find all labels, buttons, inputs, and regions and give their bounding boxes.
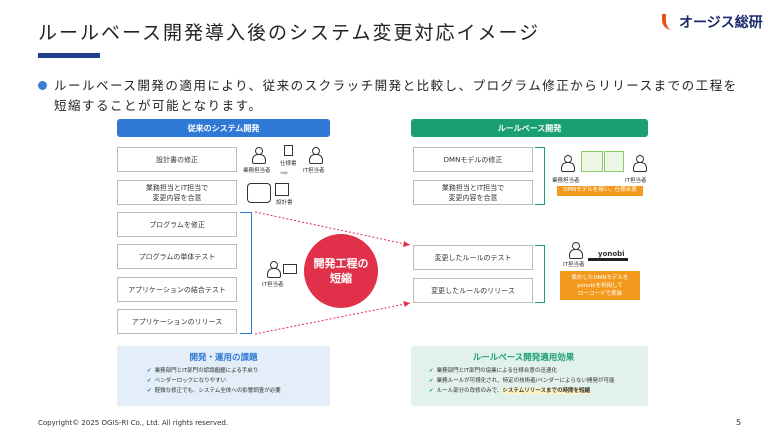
document-icon — [284, 145, 293, 156]
business-label: 業務担当者 — [552, 178, 580, 184]
effect-item: ✔業務部門とIT部門の協業による仕様合意の迅速化 — [429, 368, 557, 374]
design-label: 設計書 — [276, 200, 293, 206]
right-bracket — [535, 147, 545, 205]
check-icon: ✔ — [429, 378, 434, 384]
logo-text: オージス総研 — [679, 15, 763, 31]
issue-item: ✔軽微な修正でも、システム全体への影響調査が必要 — [147, 388, 281, 394]
yonobi-note: 設計したDMNモデルを yonobiを利用して ローコードで実装 — [560, 271, 640, 300]
issue-item: ✔業務部門とIT部門の認識齟齬による手戻り — [147, 368, 259, 374]
it-label: IT担当者 — [563, 262, 585, 268]
arrow-bottom-head — [403, 301, 410, 307]
left-step: 業務担当とIT担当で 変更内容を合意 — [117, 180, 237, 205]
issues-panel: 開発・運用の課題 ✔業務部門とIT部門の認識齟齬による手戻り ✔ベンダーロックに… — [117, 346, 330, 406]
check-icon: ✔ — [429, 388, 434, 394]
copyright: Copyright© 2025 OGIS-RI Co., Ltd. All ri… — [38, 419, 229, 427]
laptop-icon — [283, 264, 297, 274]
effect-item: ✔ルール部分の改修のみで、システムリリースまでの時間を短縮 — [429, 388, 590, 394]
dmn-diagram-icon — [581, 151, 603, 172]
right-bracket — [535, 245, 545, 303]
company-logo: オージス総研 — [662, 12, 763, 32]
bullet-icon — [38, 81, 47, 90]
person-icon — [633, 155, 647, 172]
effects-title: ルールベース開発適用効果 — [472, 353, 575, 363]
intro-text: ルールベース開発の適用により、従来のスクラッチ開発と比較し、プログラム修正からリ… — [54, 78, 738, 113]
it-label: IT担当者 — [262, 282, 284, 288]
check-icon: ✔ — [147, 388, 152, 394]
left-step: 設計書の修正 — [117, 147, 237, 172]
left-bracket — [240, 212, 252, 334]
right-step: 業務担当とIT担当で 変更内容を合意 — [413, 180, 533, 205]
yonobi-logo: yonobi — [598, 250, 625, 258]
documents-icon — [275, 183, 289, 196]
arrow-right-icon: ➡ — [280, 168, 289, 179]
effect-highlight: システムリリースまでの時間を短縮 — [502, 388, 590, 394]
arrow-top-head — [403, 241, 410, 247]
person-icon — [569, 242, 583, 259]
shortening-circle: 開発工程の 短縮 — [304, 234, 378, 308]
intro-bullet: ルールベース開発の適用により、従来のスクラッチ開発と比較し、プログラム修正からリ… — [38, 76, 738, 116]
check-icon: ✔ — [147, 368, 152, 374]
check-icon: ✔ — [147, 378, 152, 384]
left-step: プログラムを修正 — [117, 212, 237, 237]
arrow-bottom — [254, 302, 411, 335]
title-underline — [38, 53, 100, 58]
effect-item: ✔業務ルールが可視化され、特定の技術者/ベンダーによらない開発が可能 — [429, 378, 615, 384]
right-step: 変更したルールのテスト — [413, 245, 533, 270]
arrow-top — [254, 211, 411, 246]
right-heading: ルールベース開発 — [411, 119, 648, 137]
check-icon: ✔ — [429, 368, 434, 374]
left-step: アプリケーションのリリース — [117, 309, 237, 334]
right-step: 変更したルールのリリース — [413, 278, 533, 303]
person-icon — [309, 147, 323, 164]
laptop-icon: yonobi — [588, 241, 628, 261]
business-label: 業務担当者 — [243, 168, 271, 174]
page-title: ルールベース開発導入後のシステム変更対応イメージ — [38, 22, 541, 44]
logo-mark-icon — [662, 14, 676, 30]
left-step: プログラムの単体テスト — [117, 244, 237, 269]
person-icon — [561, 155, 575, 172]
it-label: IT担当者 — [625, 178, 647, 184]
page-number: 5 — [736, 418, 742, 427]
dmn-table-icon — [604, 151, 624, 172]
dmn-note: DMNモデルを用い、仕様合意 — [557, 186, 643, 196]
spec-label: 仕様書 — [280, 161, 297, 167]
issues-title: 開発・運用の課題 — [189, 353, 258, 363]
meeting-icon — [247, 183, 271, 203]
person-icon — [267, 261, 281, 278]
right-step: DMNモデルの修正 — [413, 147, 533, 172]
left-step: アプリケーションの結合テスト — [117, 277, 237, 302]
issue-item: ✔ベンダーロックになりやすい — [147, 378, 227, 384]
effects-panel: ルールベース開発適用効果 ✔業務部門とIT部門の協業による仕様合意の迅速化 ✔業… — [411, 346, 648, 406]
left-heading: 従来のシステム開発 — [117, 119, 330, 137]
person-icon — [252, 147, 266, 164]
it-label: IT担当者 — [303, 168, 325, 174]
